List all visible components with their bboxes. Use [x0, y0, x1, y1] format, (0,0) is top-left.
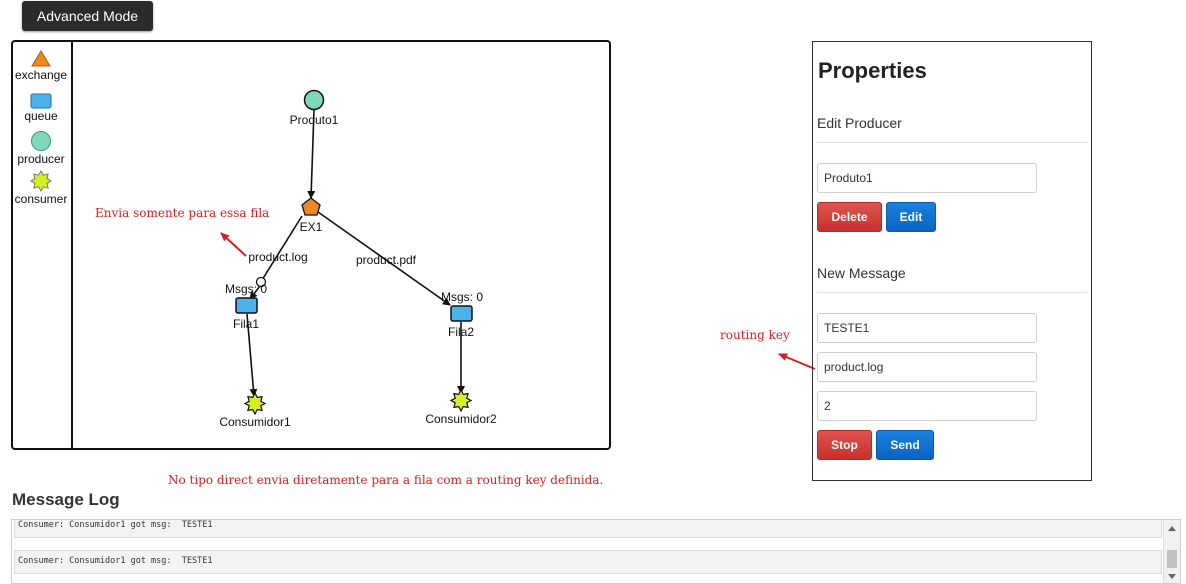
- scroll-thumb[interactable]: [1167, 550, 1177, 568]
- rectangle-icon: [30, 93, 52, 109]
- delete-button[interactable]: Delete: [817, 202, 882, 232]
- new-message-heading: New Message: [817, 265, 906, 281]
- send-button[interactable]: Send: [876, 430, 934, 460]
- message-input[interactable]: [817, 313, 1037, 343]
- palette-label-exchange: exchange: [14, 68, 68, 82]
- stop-button[interactable]: Stop: [817, 430, 872, 460]
- routing-key-input[interactable]: [817, 352, 1037, 382]
- scroll-up-icon[interactable]: [1168, 526, 1176, 531]
- annotation-arrow-routing-key: [778, 353, 816, 370]
- palette-item-queue[interactable]: queue: [11, 91, 71, 123]
- palette-label-producer: producer: [17, 152, 65, 166]
- palette-label-consumer: consumer: [14, 192, 68, 206]
- scroll-down-icon[interactable]: [1168, 574, 1176, 579]
- producer-name-input[interactable]: [817, 163, 1037, 193]
- circle-icon: [31, 131, 51, 151]
- divider: [817, 142, 1087, 143]
- palette-label-queue: queue: [24, 109, 58, 123]
- log-entry: Consumer: Consumidor1 got msg: TESTE1: [14, 550, 1162, 574]
- log-scrollbar[interactable]: [1163, 520, 1180, 583]
- message-count-input[interactable]: [817, 391, 1037, 421]
- edit-button[interactable]: Edit: [886, 202, 936, 232]
- annotation-filter-note: Envia somente para essa fila: [95, 206, 270, 220]
- palette-item-consumer[interactable]: consumer: [11, 170, 71, 206]
- star-icon: [30, 170, 52, 192]
- edit-producer-heading: Edit Producer: [817, 115, 902, 131]
- properties-panel: [812, 41, 1092, 481]
- annotation-routing-key: routing key: [720, 328, 790, 342]
- annotation-direct-note: No tipo direct envia diretamente para a …: [168, 473, 604, 487]
- palette-item-producer[interactable]: producer: [11, 130, 71, 166]
- message-log-title: Message Log: [12, 490, 120, 509]
- properties-title: Properties: [818, 58, 927, 83]
- log-entry: Consumer: Consumidor1 got msg: TESTE1: [14, 520, 1162, 538]
- message-log[interactable]: Consumer: Consumidor1 got msg: TESTE1 Co…: [11, 519, 1181, 584]
- palette-item-exchange[interactable]: exchange: [11, 48, 71, 82]
- advanced-mode-button[interactable]: Advanced Mode: [22, 1, 153, 31]
- diagram-canvas[interactable]: [11, 40, 611, 450]
- divider: [817, 292, 1087, 293]
- triangle-icon: [31, 50, 51, 67]
- shape-palette: exchange queue producer consumer: [11, 40, 73, 450]
